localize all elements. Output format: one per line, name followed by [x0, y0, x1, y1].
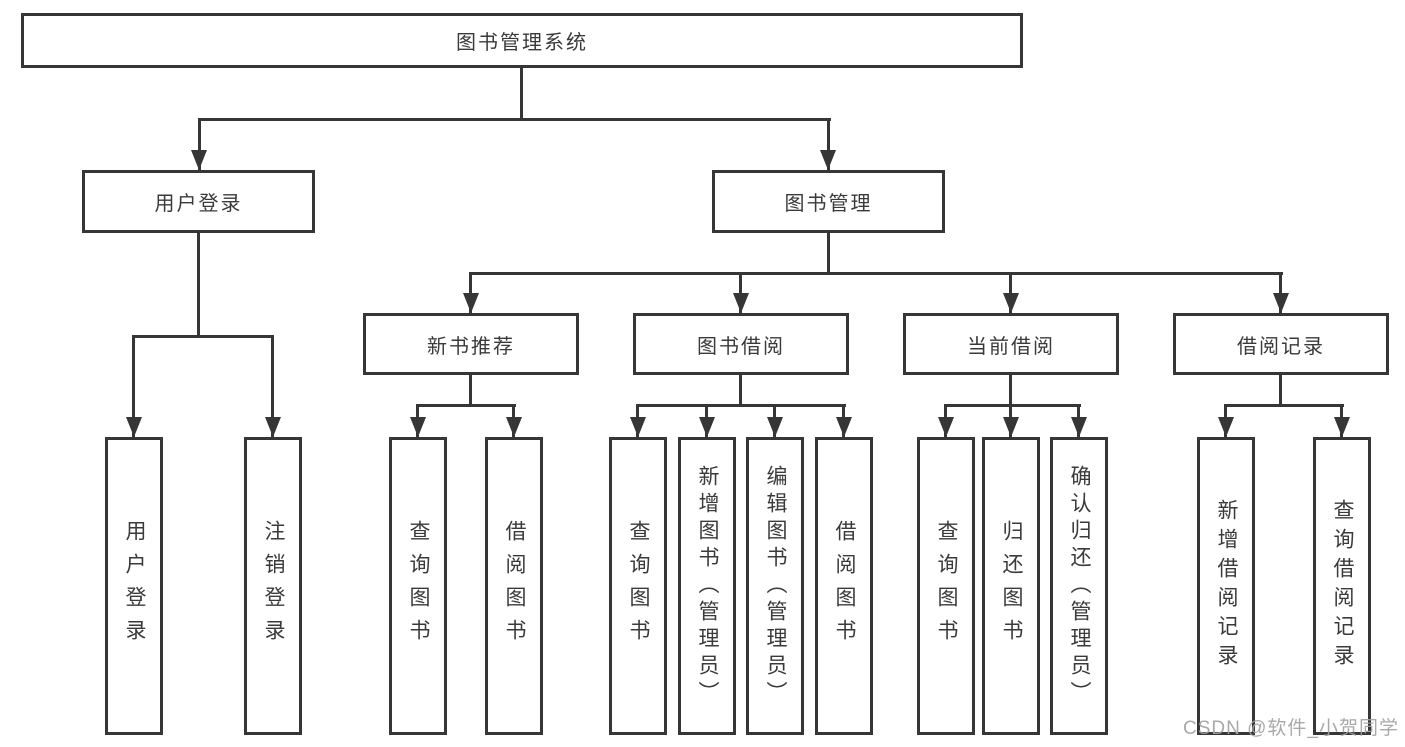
- leaf-query-borrow-record-label: 查询借阅记录: [1331, 499, 1354, 673]
- leaf-edit-books-admin-label: 编辑图书（管理员）: [764, 464, 787, 708]
- node-borrow-records-label: 借阅记录: [1237, 335, 1325, 358]
- node-root-label: 图书管理系统: [456, 32, 588, 54]
- arrowhead-confirm-return: [1071, 417, 1087, 437]
- leaf-add-borrow-record-label: 新增借阅记录: [1215, 499, 1238, 673]
- arrowhead-query-borrow-record: [1334, 417, 1350, 437]
- node-user-login: 用户登录: [82, 170, 315, 233]
- arrowhead-borrow-books-2: [836, 417, 852, 437]
- connector-userlogin-left-stub: [132, 335, 135, 437]
- node-book-management-label: 图书管理: [784, 193, 873, 215]
- arrowhead-book-borrow: [733, 293, 749, 313]
- connector-records-span: [1224, 404, 1344, 407]
- connector-records-drop: [1279, 375, 1282, 407]
- node-user-login-label: 用户登录: [154, 193, 243, 215]
- node-borrow-records: 借阅记录: [1173, 313, 1389, 375]
- arrowhead-borrow-records: [1273, 293, 1289, 313]
- arrowhead-book-management: [820, 150, 836, 170]
- arrowhead-query-books-1: [410, 417, 426, 437]
- arrowhead-new-book-recommend: [463, 293, 479, 313]
- watermark-text: CSDN @软件_小贺同学: [1183, 718, 1399, 739]
- connector-bookmgmt-drop: [827, 233, 830, 275]
- connector-root-span: [198, 118, 831, 121]
- connector-userlogin-drop: [197, 233, 200, 338]
- arrowhead-return-books: [1003, 417, 1019, 437]
- connector-root-left-stub: [198, 118, 201, 170]
- connector-userlogin-span: [132, 335, 274, 338]
- node-current-borrow: 当前借阅: [903, 313, 1119, 375]
- leaf-add-books-admin: 新增图书（管理员）: [678, 437, 736, 735]
- node-book-management: 图书管理: [712, 170, 945, 233]
- arrowhead-user-login: [191, 150, 207, 170]
- leaf-query-books-3-label: 查询图书: [935, 520, 958, 652]
- arrowhead-current-borrow: [1003, 293, 1019, 313]
- leaf-user-login-label: 用户登录: [123, 520, 146, 652]
- leaf-borrow-books-2-label: 借阅图书: [833, 520, 856, 652]
- leaf-query-books-2-label: 查询图书: [627, 520, 650, 652]
- connector-current-drop: [1009, 375, 1012, 407]
- node-book-borrow: 图书借阅: [633, 313, 849, 375]
- arrowhead-query-books-2: [630, 417, 646, 437]
- leaf-query-borrow-record: 查询借阅记录: [1313, 437, 1371, 735]
- connector-bookmgmt-stub-2: [739, 272, 742, 313]
- leaf-borrow-books-1: 借阅图书: [485, 437, 543, 735]
- leaf-query-books-1: 查询图书: [389, 437, 447, 735]
- leaf-user-login: 用户登录: [105, 437, 163, 735]
- leaf-add-borrow-record: 新增借阅记录: [1197, 437, 1255, 735]
- leaf-return-books: 归还图书: [982, 437, 1040, 735]
- connector-root-drop: [520, 68, 523, 121]
- leaf-edit-books-admin: 编辑图书（管理员）: [746, 437, 804, 735]
- leaf-add-books-admin-label: 新增图书（管理员）: [696, 464, 719, 708]
- connector-recommend-span: [416, 404, 516, 407]
- connector-bookmgmt-stub-3: [1009, 272, 1012, 313]
- leaf-logout: 注销登录: [244, 437, 302, 735]
- connector-bookmgmt-span: [469, 272, 1283, 275]
- connector-userlogin-right-stub: [271, 335, 274, 437]
- connector-root-right-stub: [827, 118, 830, 170]
- connector-bookmgmt-stub-1: [469, 272, 472, 313]
- connector-borrow-drop: [739, 375, 742, 407]
- node-new-book-recommend-label: 新书推荐: [427, 335, 515, 358]
- node-new-book-recommend: 新书推荐: [363, 313, 579, 375]
- arrowhead-query-books-3: [938, 417, 954, 437]
- connector-borrow-span: [636, 404, 846, 407]
- leaf-query-books-1-label: 查询图书: [407, 520, 430, 652]
- leaf-query-books-2: 查询图书: [609, 437, 667, 735]
- leaf-logout-label: 注销登录: [262, 520, 285, 652]
- arrowhead-borrow-books-1: [506, 417, 522, 437]
- leaf-query-books-3: 查询图书: [917, 437, 975, 735]
- connector-current-span: [944, 404, 1081, 407]
- arrowhead-add-books-admin: [699, 417, 715, 437]
- leaf-confirm-return-admin-label: 确认归还（管理员）: [1068, 464, 1091, 708]
- arrowhead-leaf-user-login: [126, 417, 142, 437]
- node-root: 图书管理系统: [21, 13, 1023, 68]
- leaf-borrow-books-1-label: 借阅图书: [503, 520, 526, 652]
- arrowhead-add-borrow-record: [1218, 417, 1234, 437]
- node-book-borrow-label: 图书借阅: [697, 335, 785, 358]
- leaf-confirm-return-admin: 确认归还（管理员）: [1050, 437, 1108, 735]
- connector-bookmgmt-stub-4: [1279, 272, 1282, 313]
- arrowhead-edit-books-admin: [767, 417, 783, 437]
- arrowhead-leaf-logout: [265, 417, 281, 437]
- connector-recommend-drop: [469, 375, 472, 407]
- node-current-borrow-label: 当前借阅: [967, 335, 1055, 358]
- leaf-return-books-label: 归还图书: [1000, 520, 1023, 652]
- leaf-borrow-books-2: 借阅图书: [815, 437, 873, 735]
